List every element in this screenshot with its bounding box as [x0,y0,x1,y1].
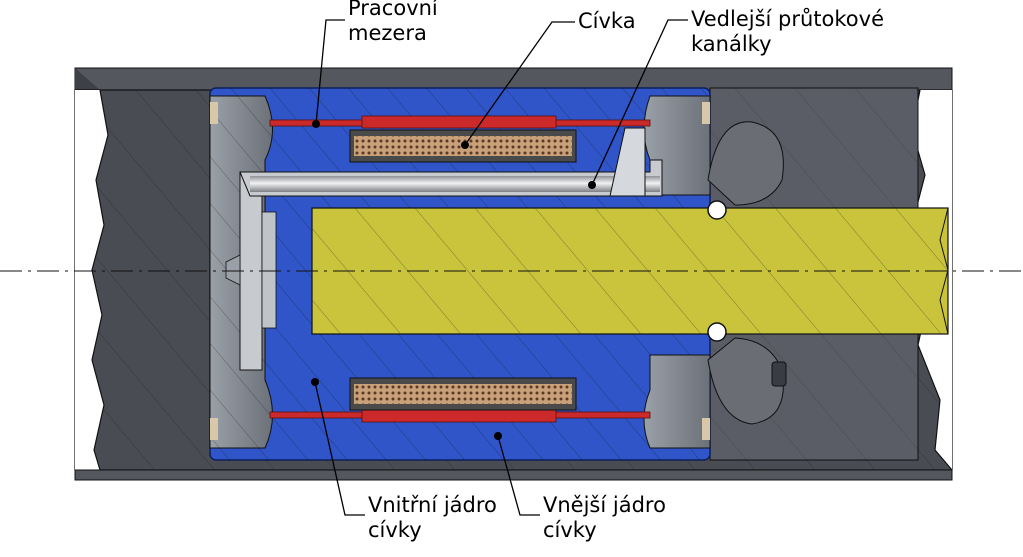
coil-windings [349,129,577,411]
leader-outer-core [497,435,540,516]
label-outer-core-line1: Vnější jádro [543,493,666,517]
dot-bypass-channels [588,181,596,189]
leader-dots [311,120,596,440]
label-outer-core: Vnější jádro cívky [543,493,666,543]
label-inner-core-line1: Vnitřní jádro [368,493,497,517]
leader-bypass-channels [591,19,688,186]
dot-outer-core [494,432,502,440]
leader-coil [464,21,575,146]
leader-inner-core [314,381,365,516]
label-bypass-channels-line2: kanálky [691,32,772,56]
label-coil-text: Cívka [578,9,636,33]
label-inner-core-line2: cívky [368,518,422,542]
dot-coil [461,141,469,149]
label-working-gap: Pracovní mezera [348,0,438,46]
label-working-gap-line2: mezera [348,21,427,45]
label-outer-core-line2: cívky [543,518,597,542]
label-bypass-channels: Vedlejší průtokové kanálky [691,7,884,57]
bypass-channel [225,127,663,371]
label-bypass-channels-line1: Vedlejší průtokové [691,7,884,31]
leader-lines [314,19,688,516]
label-inner-core: Vnitřní jádro cívky [368,493,497,543]
label-coil: Cívka [578,9,636,34]
leader-working-gap [315,19,345,125]
rod-seals [707,121,787,425]
dot-working-gap [312,120,320,128]
label-working-gap-line1: Pracovní [348,0,438,20]
dot-inner-core [311,378,319,386]
